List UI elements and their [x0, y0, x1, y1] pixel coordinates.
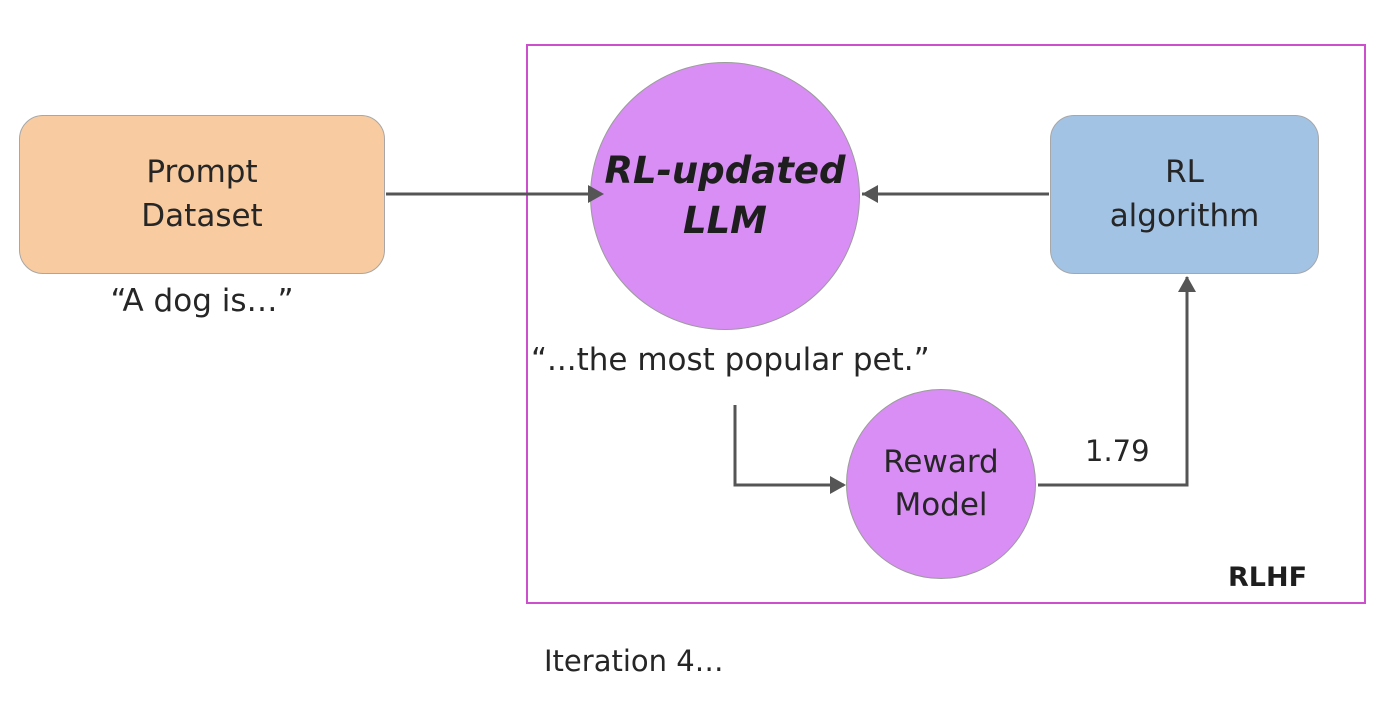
- llm-output-text: “...the most popular pet.”: [531, 342, 930, 378]
- prompt-example-text: “A dog is…”: [110, 283, 294, 319]
- rlhf-frame: [526, 44, 1366, 604]
- rl-algorithm-box: RL algorithm: [1050, 115, 1319, 274]
- prompt-dataset-box: Prompt Dataset: [19, 115, 385, 274]
- rl-algorithm-label: RL algorithm: [1109, 154, 1260, 234]
- rl-updated-llm-node: RL-updated LLM: [590, 62, 860, 330]
- iteration-label: Iteration 4…: [544, 644, 724, 678]
- reward-model-node: Reward Model: [846, 389, 1036, 579]
- prompt-dataset-label: Prompt Dataset: [141, 154, 263, 234]
- rl-updated-llm-label: RL-updated LLM: [604, 149, 846, 242]
- reward-value-text: 1.79: [1085, 434, 1150, 468]
- reward-model-label: Reward Model: [883, 444, 999, 523]
- rlhf-label: RLHF: [1228, 562, 1308, 593]
